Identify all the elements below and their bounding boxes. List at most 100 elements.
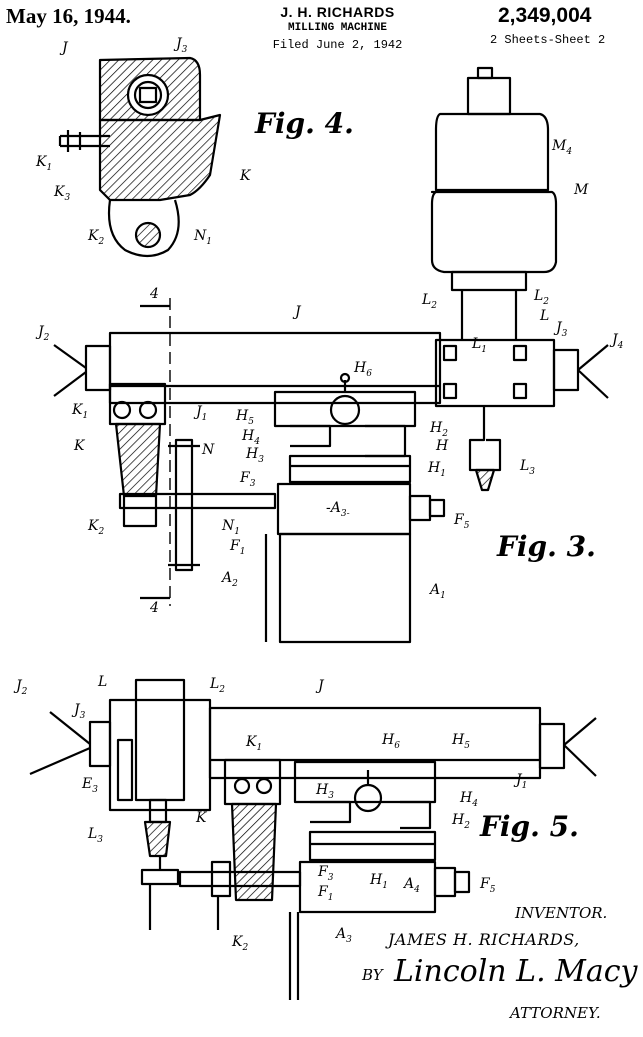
fig5-label-letter: L — [97, 674, 107, 690]
fig3-label-j1: J1 — [193, 404, 207, 423]
fig3-label-letter: K — [71, 402, 84, 418]
fig3-label-j4: J4 — [609, 332, 624, 351]
fig3-label-letter: L — [539, 308, 549, 324]
fig3-label-letter: A — [220, 570, 232, 586]
fig3-label-letter: J — [292, 304, 302, 320]
fig5-label-subscript: 2 — [218, 685, 225, 695]
fig3-label-l: L — [539, 308, 549, 324]
fig3-label-h6: H6 — [353, 360, 372, 379]
fig5-label-letter: F — [317, 884, 329, 900]
fig3-label-l2a: L2 — [421, 292, 437, 311]
fig4-label-j3: J3 — [173, 36, 188, 55]
patent-date: May 16, 1944. — [6, 4, 131, 28]
fig5-label-letter: A — [334, 926, 346, 942]
fig5-label-letter: K — [195, 810, 208, 826]
fig3-label-l3: L3 — [519, 458, 535, 477]
fig3-label-h3: H3 — [245, 446, 264, 465]
fig3-label-letter: 4 — [149, 600, 159, 616]
fig5-label-subscript: 2 — [241, 943, 248, 953]
fig4-label-subscript: 3 — [64, 193, 70, 203]
fig3-label-letter: H — [435, 438, 449, 454]
sheet-count: 2 Sheets-Sheet 2 — [490, 33, 606, 47]
fig5-label-subscript: 3 — [97, 835, 103, 845]
fig-4-title: Fig. 4. — [254, 107, 354, 140]
fig3-label-letter: M — [573, 182, 589, 198]
fig3-label-h4: H4 — [241, 428, 260, 447]
fig3-label-l2b: L2 — [533, 288, 549, 307]
fig3-label-subscript: 3- — [341, 509, 350, 519]
fig4-label-letter: J — [173, 36, 183, 52]
fig3-label-letter: J — [193, 404, 203, 420]
fig3-label-n: N — [201, 442, 215, 458]
fig3-label-subscript: 3 — [529, 467, 535, 477]
fig5-label-h5: H5 — [451, 732, 470, 751]
patent-header: May 16, 1944. J. H. RICHARDS MILLING MAC… — [0, 0, 643, 60]
fig3-label-j2: J2 — [35, 324, 50, 343]
fig3-label-l1: L1 — [471, 336, 487, 355]
patent-title: MILLING MACHINE — [287, 22, 388, 34]
fig3-label-h2: H2 — [429, 420, 448, 439]
fig4-label-k2: K2 — [87, 228, 104, 247]
fig3-label-n1: N1 — [221, 518, 240, 537]
fig3-label-letter: K — [73, 438, 86, 454]
fig4-label-letter: J — [59, 40, 69, 56]
fig5-label-h6: H6 — [381, 732, 400, 751]
fig5-label-subscript: 1 — [328, 893, 334, 903]
fig5-label-letter: J — [513, 772, 523, 788]
fig3-label-f1: F1 — [229, 538, 245, 557]
fig4-label-letter: K — [53, 184, 66, 200]
fig5-label-k2: K2 — [231, 934, 248, 953]
fig5-label-k1: K1 — [245, 734, 262, 753]
fig3-label-subscript: 1 — [240, 547, 246, 557]
fig5-label-subscript: 1 — [256, 743, 262, 753]
fig5-label-letter: J — [13, 678, 23, 694]
fig3-label-a1: A1 — [428, 582, 446, 601]
fig5-label-h3: H3 — [315, 782, 334, 801]
fig3-label-letter: F — [229, 538, 241, 554]
fig5-label-letter: H — [451, 812, 465, 828]
fig3-label-sec4a: 4 — [149, 286, 159, 302]
fig3-label-subscript: 4 — [617, 341, 624, 351]
fig3-label-letter: L — [519, 458, 529, 474]
fig3-label-sec4b: 4 — [149, 600, 159, 616]
fig5-label-subscript: 5 — [464, 741, 470, 751]
fig4-label-k: K — [239, 168, 252, 184]
figure-4-section-drawing — [58, 56, 222, 258]
fig3-label-subscript: 5 — [464, 521, 470, 531]
inventor-short-name: J. H. RICHARDS — [280, 4, 395, 20]
fig3-label-h: H — [435, 438, 449, 454]
fig3-label-k: K — [73, 438, 86, 454]
fig3-label-k2: K2 — [87, 518, 104, 537]
fig3-label-letter: H — [353, 360, 367, 376]
fig3-label-subscript: 3 — [250, 479, 256, 489]
fig3-label-subscript: 3 — [258, 455, 264, 465]
fig3-label-subscript: 2 — [441, 429, 448, 439]
fig3-label-a3: -A3- — [326, 500, 350, 519]
fig3-label-subscript: 1 — [82, 411, 88, 421]
fig5-label-subscript: 2 — [463, 821, 470, 831]
fig5-label-h2: H2 — [451, 812, 470, 831]
fig3-label-letter: N — [221, 518, 235, 534]
fig5-label-letter: J — [315, 678, 325, 694]
fig3-label-m4: M4 — [551, 138, 572, 157]
fig3-label-k1: K1 — [71, 402, 88, 421]
fig4-label-letter: K — [35, 154, 48, 170]
figure-3-front-elevation — [53, 66, 609, 644]
fig3-label-letter: H — [427, 460, 441, 476]
fig5-label-subscript: 1 — [522, 781, 528, 791]
inventor-name: JAMES H. RICHARDS, — [388, 930, 580, 949]
fig3-label-letter: N — [201, 442, 215, 458]
fig3-label-f5: F5 — [453, 512, 470, 531]
fig3-label-letter: M — [551, 138, 567, 154]
fig3-label-subscript: 1 — [440, 469, 446, 479]
fig3-label-letter: F — [453, 512, 465, 528]
fig4-label-k1: K1 — [35, 154, 52, 173]
fig4-label-k3: K3 — [53, 184, 70, 203]
fig3-label-letter: L — [421, 292, 431, 308]
fig5-label-letter: J — [71, 702, 81, 718]
fig3-label-subscript: 2 — [97, 527, 104, 537]
fig5-label-f3: F3 — [317, 864, 334, 883]
fig5-label-letter: H — [459, 790, 473, 806]
